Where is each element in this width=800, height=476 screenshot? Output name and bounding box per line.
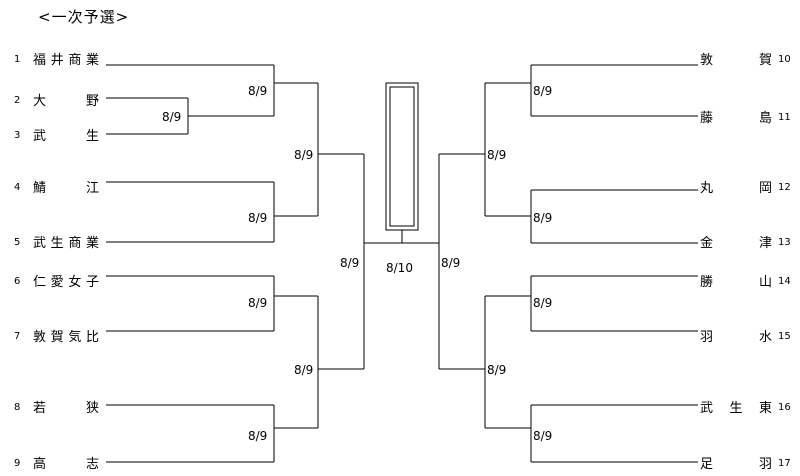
team-seed: 9 xyxy=(14,458,20,469)
team-seed: 6 xyxy=(14,276,20,287)
round1-bracket-f xyxy=(485,190,532,243)
team-name: 武生東 xyxy=(700,400,772,416)
page-title: <一次予選> xyxy=(38,8,130,26)
team-entry-4: 4 鯖江 xyxy=(14,181,99,196)
team-name: 大野 xyxy=(33,94,99,109)
team-entry-3: 3 武生 xyxy=(14,129,99,144)
left-teams: 1 福井商業 2 大野 3 武生 4 鯖江 5 武生商業 6 仁愛女子 7 敦賀… xyxy=(14,52,99,472)
team-name: 丸岡 xyxy=(700,181,772,196)
team-seed: 12 xyxy=(778,182,791,193)
match-date: 8/9 xyxy=(533,296,552,310)
team-name: 高志 xyxy=(33,456,99,472)
team-name: 金津 xyxy=(700,235,772,251)
team-name: 仁愛女子 xyxy=(33,274,99,290)
match-dates: 8/9 8/9 8/9 8/9 8/9 8/9 8/9 8/9 8/9 8/9 … xyxy=(162,84,552,443)
team-entry-7: 7 敦賀気比 xyxy=(14,329,99,345)
team-entry-5: 5 武生商業 xyxy=(14,235,99,251)
team-name: 武生 xyxy=(33,129,99,144)
round3-bracket-left xyxy=(363,154,402,369)
round1-bracket-g xyxy=(485,276,532,331)
match-date: 8/9 xyxy=(533,84,552,98)
round2-bracket-a xyxy=(317,83,364,216)
team-seed: 5 xyxy=(14,237,20,248)
team-entry-13: 金津 13 xyxy=(700,235,791,251)
round1-bracket-h xyxy=(485,405,532,462)
match-date: 8/9 xyxy=(487,148,506,162)
round1-bracket-e xyxy=(485,65,532,116)
team-entry-10: 敦賀 10 xyxy=(700,52,791,68)
match-date: 8/9 xyxy=(248,296,267,310)
match-date: 8/9 xyxy=(294,363,313,377)
team-name: 勝山 xyxy=(700,275,772,290)
winner-box-inner xyxy=(389,86,415,227)
team-seed: 7 xyxy=(14,331,20,342)
round2-bracket-d xyxy=(439,296,486,428)
team-entry-8: 8 若狭 xyxy=(14,400,99,416)
team-name: 福井商業 xyxy=(33,52,99,68)
team-entry-9: 9 高志 xyxy=(14,456,99,472)
team-name: 羽水 xyxy=(700,330,772,345)
round2-bracket-b xyxy=(317,296,364,428)
team-entry-1: 1 福井商業 xyxy=(14,52,99,68)
team-name: 敦賀気比 xyxy=(33,329,99,345)
round1-bracket-b xyxy=(273,182,318,242)
team-seed: 14 xyxy=(778,276,791,287)
match-date: 8/9 xyxy=(294,148,313,162)
round1-bracket-a xyxy=(273,65,318,116)
right-bracket-lines xyxy=(402,64,698,463)
team-seed: 3 xyxy=(14,130,20,141)
team-entry-2: 2 大野 xyxy=(14,94,99,109)
team-seed: 11 xyxy=(778,112,791,123)
team-seed: 15 xyxy=(778,331,791,342)
match-date: 8/9 xyxy=(533,429,552,443)
round2-bracket-c xyxy=(439,83,486,216)
round3-bracket-right xyxy=(402,154,440,369)
match-date: 8/9 xyxy=(248,84,267,98)
team-name: 藤島 xyxy=(700,111,772,126)
match-date: 8/9 xyxy=(441,256,460,270)
team-entry-12: 丸岡 12 xyxy=(700,181,791,196)
team-entry-14: 勝山 14 xyxy=(700,275,791,290)
team-seed: 17 xyxy=(778,458,791,469)
team-seed: 4 xyxy=(14,182,20,193)
team-seed: 1 xyxy=(14,54,20,65)
team-seed: 10 xyxy=(778,54,791,65)
right-teams: 敦賀 10 藤島 11 丸岡 12 金津 13 勝山 14 羽水 15 武生東 … xyxy=(700,52,791,472)
team-entry-17: 足羽 17 xyxy=(700,457,791,472)
team-entry-16: 武生東 16 xyxy=(700,400,791,416)
round1-bracket-c xyxy=(273,276,318,331)
prelim-bracket xyxy=(187,98,274,134)
team-entry-6: 6 仁愛女子 xyxy=(14,274,99,290)
team-entry-15: 羽水 15 xyxy=(700,330,791,345)
team-name: 足羽 xyxy=(700,457,772,472)
match-date: 8/9 xyxy=(487,363,506,377)
match-date-prelim: 8/9 xyxy=(162,110,181,124)
final-date: 8/10 xyxy=(386,261,413,275)
team-entry-11: 藤島 11 xyxy=(700,111,791,126)
final-box xyxy=(385,82,419,243)
team-name: 鯖江 xyxy=(33,181,99,196)
team-name: 敦賀 xyxy=(700,52,772,68)
left-bracket-lines xyxy=(106,64,402,463)
team-seed: 13 xyxy=(778,237,791,248)
winner-box-outer xyxy=(385,82,419,231)
team-name: 若狭 xyxy=(33,400,99,416)
team-seed: 2 xyxy=(14,95,20,106)
team-seed: 8 xyxy=(14,402,20,413)
team-seed: 16 xyxy=(778,402,791,413)
match-date: 8/9 xyxy=(340,256,359,270)
match-date: 8/9 xyxy=(248,429,267,443)
match-date: 8/9 xyxy=(248,211,267,225)
round1-bracket-d xyxy=(273,405,318,462)
match-date: 8/9 xyxy=(533,211,552,225)
team-name: 武生商業 xyxy=(33,235,99,251)
